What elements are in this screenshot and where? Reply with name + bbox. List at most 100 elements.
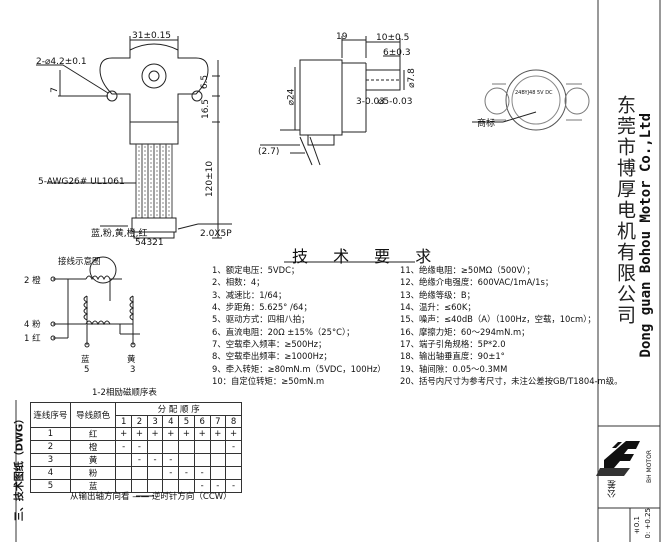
row-step-cell: - bbox=[225, 440, 242, 454]
pin-numbers: 54321 bbox=[135, 238, 164, 248]
section-label: 三、技术图纸（DWG） bbox=[14, 413, 26, 522]
schematic-title: 接线示意图 bbox=[58, 257, 101, 267]
dim-24: ⌀24 bbox=[286, 88, 297, 106]
dim-16-5: 16.5 bbox=[201, 98, 212, 120]
requirements-left: 1、额定电压：5VDC；2、相数：4；3、减速比：1/64；4、步距角：5.62… bbox=[212, 264, 386, 387]
dim-2-7: (2.7) bbox=[258, 147, 280, 157]
company-name-en: Dong guan Bohou Motor Co.,Ltd bbox=[638, 113, 654, 358]
bh-logo bbox=[596, 441, 640, 476]
row-step-cell bbox=[178, 440, 195, 454]
row-step-cell bbox=[193, 440, 211, 454]
tolerance-val-1: ±0.1 bbox=[633, 516, 641, 536]
row-step-cell bbox=[209, 453, 227, 467]
shaft-boss bbox=[141, 63, 167, 89]
row-color: 橙 bbox=[69, 440, 117, 454]
mount-hole-right bbox=[191, 90, 203, 102]
req-right-item: 15、噪声：≤40dB（A）（100Hz，空载，10cm）； bbox=[400, 314, 596, 325]
req-left-item: 9、牵入转矩：≥80mN.m（5VDC，100Hz） bbox=[212, 363, 386, 374]
trademark-label: 商标 bbox=[477, 119, 496, 129]
tolerance-val-2: 0: +0.25 bbox=[644, 508, 652, 539]
row-step-cell bbox=[209, 466, 227, 480]
wire-housing bbox=[129, 121, 179, 145]
req-left-item: 2、相数：4； bbox=[212, 277, 265, 288]
wire-colors: 蓝,粉,黄,橙,红 bbox=[91, 229, 148, 239]
row-step-cell bbox=[225, 466, 242, 480]
step-header: 1 bbox=[115, 415, 133, 428]
rotation-note: 从输出轴方向看 —— 逆时针方向（CCW） bbox=[70, 492, 232, 502]
dim-7-8: ⌀7.8 bbox=[406, 68, 417, 88]
dim-5: ⌀5-0.03 bbox=[378, 97, 413, 107]
row-step-cell: - bbox=[193, 466, 211, 480]
step-header: 7 bbox=[209, 415, 227, 428]
req-left-item: 8、空载牵出频率：≥1000Hz； bbox=[212, 351, 332, 362]
row-color: 粉 bbox=[69, 466, 117, 480]
req-right-item: 18、输出轴垂直度：90±1° bbox=[400, 351, 505, 362]
req-right-item: 12、绝缘介电强度：600VAC/1mA/1s； bbox=[400, 277, 554, 288]
requirements-right: 11、绝缘电阻：≥50MΩ（500V）； 12、绝缘介电强度：600VAC/1mA… bbox=[400, 264, 622, 387]
col-color-header: 导线颜色 bbox=[69, 402, 117, 428]
req-right-item: 16、摩擦力矩：60～294mN.m； bbox=[400, 326, 530, 337]
row-step-cell bbox=[115, 453, 133, 467]
row-seq: 3 bbox=[30, 453, 71, 467]
table-title: 1-2相励磁顺序表 bbox=[92, 388, 157, 398]
row-color: 蓝 bbox=[69, 479, 117, 493]
row-seq: 5 bbox=[30, 479, 71, 493]
row-step-cell bbox=[146, 466, 164, 480]
pin-pitch: 2.0X5P bbox=[200, 229, 232, 239]
row-step-cell: - bbox=[131, 453, 148, 467]
dim-6: 6±0.3 bbox=[383, 48, 411, 58]
row-step-cell: + bbox=[178, 427, 195, 441]
row-step-cell: - bbox=[178, 466, 195, 480]
col-dist-header: 分 配 顺 序 bbox=[115, 402, 242, 416]
label-red: 1 红 bbox=[24, 334, 41, 344]
row-step-cell bbox=[178, 453, 195, 467]
row-color: 黄 bbox=[69, 453, 117, 467]
req-right-item: 17、端子引角规格：5P*2.0 bbox=[400, 339, 506, 350]
dim-3: 3-0.03 bbox=[356, 97, 386, 107]
row-seq: 4 bbox=[30, 466, 71, 480]
row-step-cell bbox=[131, 466, 148, 480]
requirements-title: 技 术 要 求 bbox=[292, 247, 442, 266]
mount-hole-left bbox=[106, 90, 118, 102]
row-step-cell: - bbox=[162, 453, 180, 467]
step-header: 5 bbox=[178, 415, 195, 428]
shaft bbox=[148, 70, 160, 82]
dim-width-top: 31±0.15 bbox=[132, 31, 172, 41]
row-seq: 1 bbox=[30, 427, 71, 441]
row-step-cell bbox=[162, 440, 180, 454]
row-step-cell: - bbox=[209, 479, 227, 493]
req-left-item: 3、减速比：1/64； bbox=[212, 289, 287, 300]
req-left-item: 5、驱动方式：四相八拍； bbox=[212, 314, 310, 325]
row-step-cell: + bbox=[162, 427, 180, 441]
step-header: 3 bbox=[146, 415, 164, 428]
label-blue-num: 5 bbox=[84, 365, 90, 375]
step-header: 4 bbox=[162, 415, 180, 428]
req-right-item: 11、绝缘电阻：≥50MΩ（500V）； bbox=[400, 265, 535, 275]
dim-7: 7 bbox=[49, 87, 60, 93]
row-step-cell bbox=[115, 466, 133, 480]
step-header: 6 bbox=[193, 415, 211, 428]
wire-spec: 5-AWG26# UL1061 bbox=[38, 177, 125, 187]
req-left-item: 10：自定位转矩：≥50mN.m bbox=[212, 376, 325, 387]
row-step-cell bbox=[209, 440, 227, 454]
row-step-cell bbox=[193, 453, 211, 467]
req-left-item: 4、步距角：5.625° /64； bbox=[212, 302, 312, 313]
row-step-cell: - bbox=[225, 479, 242, 493]
req-left-item: 6、直流电阻：20Ω ±15%（25°C）； bbox=[212, 326, 355, 337]
motor-body-side bbox=[299, 59, 343, 136]
row-step-cell bbox=[225, 453, 242, 467]
dim-6-5: 6.5 bbox=[200, 74, 211, 90]
label-pink: 4 粉 bbox=[24, 320, 41, 330]
dim-10: 10±0.5 bbox=[376, 33, 410, 43]
row-step-cell: - bbox=[146, 453, 164, 467]
step-header: 2 bbox=[131, 415, 148, 428]
rotor-symbol bbox=[89, 256, 117, 284]
label-orange: 2 橙 bbox=[24, 276, 41, 286]
row-step-cell: + bbox=[193, 427, 211, 441]
req-right-item: 20、括号内尺寸为参考尺寸，未注公差按GB/T1804-m级。 bbox=[400, 376, 623, 387]
